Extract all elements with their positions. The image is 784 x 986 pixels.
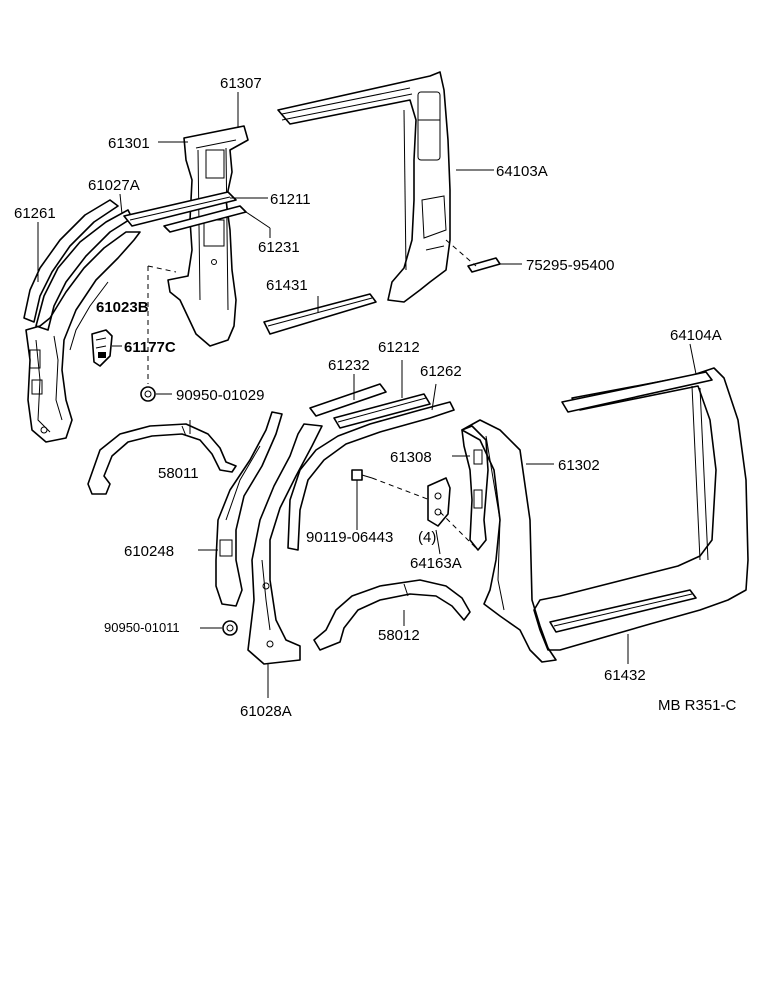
part-61308 xyxy=(461,425,489,551)
label-90119-06443: 90119-06443 xyxy=(306,529,393,546)
part-61177C xyxy=(91,329,113,367)
label-90950-01011: 90950-01011 xyxy=(104,620,180,635)
label-61027A: 61027A xyxy=(88,177,140,194)
label-90119-qty: (4) xyxy=(418,529,436,546)
clip-90950-01011 xyxy=(222,620,238,636)
label-61261: 61261 xyxy=(14,205,56,222)
part-61028A xyxy=(247,423,323,665)
label-61028A: 61028A xyxy=(240,703,292,720)
diagram-reference: MB R351-C xyxy=(658,697,737,714)
part-61211 xyxy=(123,191,237,227)
label-61432: 61432 xyxy=(604,667,646,684)
label-61308: 61308 xyxy=(390,449,432,466)
part-61302 xyxy=(461,419,557,663)
label-61023B: 61023B xyxy=(96,299,149,316)
label-61212: 61212 xyxy=(378,339,420,356)
label-61301: 61301 xyxy=(108,135,150,152)
part-61262 xyxy=(287,401,455,551)
part-61232 xyxy=(309,383,387,417)
label-64163A: 64163A xyxy=(410,555,462,572)
part-58012 xyxy=(313,579,471,651)
label-64103A: 64103A xyxy=(496,163,548,180)
part-61261 xyxy=(23,199,119,323)
clip-90950-01029 xyxy=(140,386,156,402)
part-61432 xyxy=(549,589,697,633)
part-64163A xyxy=(427,477,451,527)
part-61024B xyxy=(215,411,283,607)
part-58011 xyxy=(87,423,237,495)
label-61211: 61211 xyxy=(270,191,311,208)
part-61023B xyxy=(25,231,141,443)
label-61262: 61262 xyxy=(420,363,462,380)
label-58011: 58011 xyxy=(158,465,199,482)
label-61302: 61302 xyxy=(558,457,600,474)
label-61431: 61431 xyxy=(266,277,308,294)
part-64103A xyxy=(277,71,451,303)
label-64104A: 64104A xyxy=(670,327,722,344)
label-61024B: 610248 xyxy=(124,543,174,560)
bolt-90119-06443 xyxy=(351,469,373,481)
label-61232: 61232 xyxy=(328,357,370,374)
label-90950-01029: 90950-01029 xyxy=(176,387,264,404)
part-61212 xyxy=(333,393,431,429)
label-61231: 61231 xyxy=(258,239,300,256)
part-61431 xyxy=(263,293,377,335)
part-64104A xyxy=(533,367,749,651)
part-61301 xyxy=(167,125,249,347)
label-58012: 58012 xyxy=(378,627,420,644)
part-75295-95400 xyxy=(467,257,501,273)
label-61307: 61307 xyxy=(220,75,262,92)
label-75295-95400: 75295-95400 xyxy=(526,257,614,274)
label-61177C: 61177C xyxy=(124,339,176,356)
